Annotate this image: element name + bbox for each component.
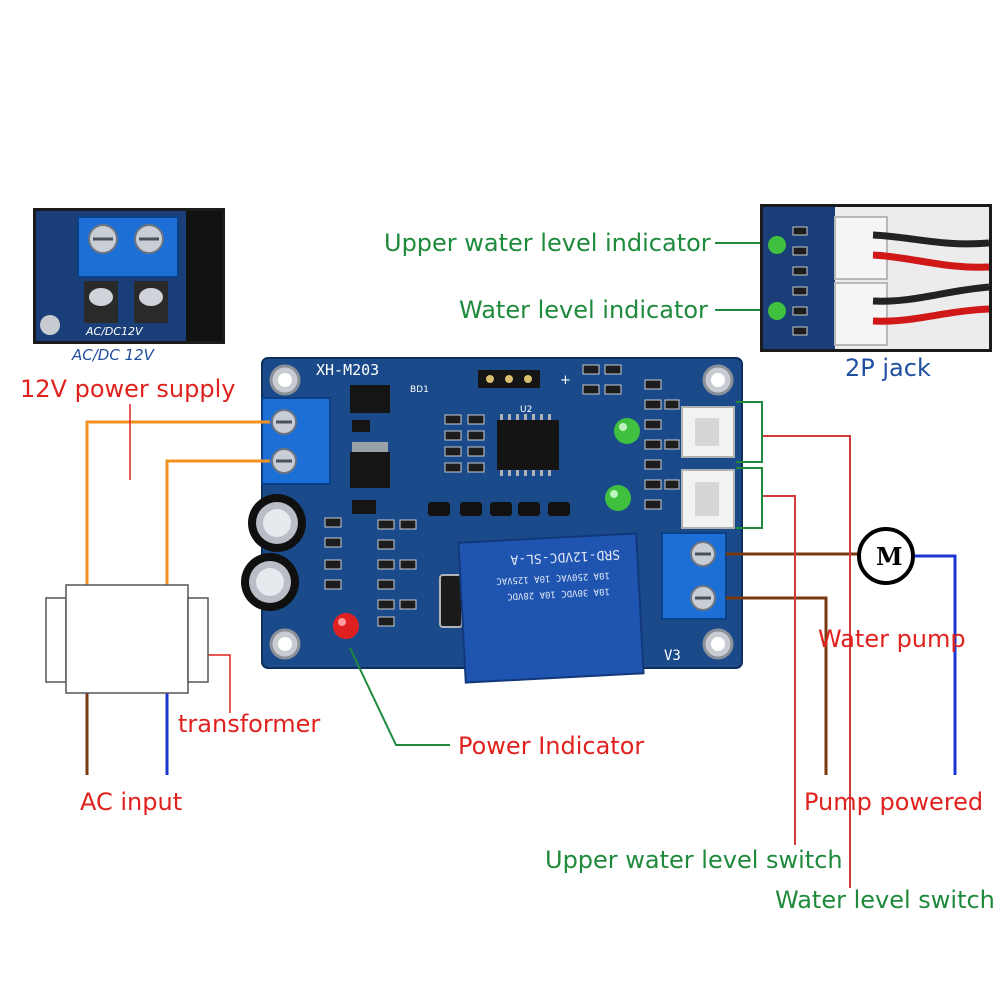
smd-part [352, 420, 370, 432]
pump-wire-bottom [726, 596, 828, 775]
lower-jack-bracket [736, 467, 763, 529]
mounting-hole [702, 364, 734, 396]
label-power-indicator: Power Indicator [458, 732, 645, 760]
water-level-led [605, 485, 631, 511]
pump-terminal-block [661, 532, 727, 620]
label-water-pump: Water pump [818, 625, 966, 653]
electrolytic-capacitor [248, 494, 306, 552]
pcb-board: XH-M203 BD1 [241, 357, 743, 684]
inset-jack-art [763, 207, 989, 349]
mounting-hole [269, 364, 301, 396]
upper-switch-wire-1 [762, 435, 851, 888]
label-transformer: transformer [178, 710, 321, 738]
jack-lower [681, 469, 735, 529]
power-indicator-line [349, 647, 450, 746]
upper-level-led [614, 418, 640, 444]
relay [457, 532, 645, 684]
label-upper-water-level-switch: Upper water level switch [545, 846, 843, 874]
supply-wire-2 [165, 459, 270, 585]
label-water-level-switch: Water level switch [775, 886, 995, 914]
smd-part [352, 500, 376, 514]
transistor-row [428, 502, 570, 516]
jack-upper [681, 406, 735, 458]
plus-mark: + [560, 373, 571, 388]
ic-label: U2 [520, 405, 532, 415]
inset-jack [760, 204, 992, 352]
label-2p-jack: 2P jack [845, 354, 931, 382]
smd-resistor-array [324, 364, 680, 627]
smd-capacitor-array [444, 414, 485, 473]
inset-power-terminal-art: AC/DC12V [36, 211, 222, 341]
ic-chip [497, 414, 559, 476]
electrolytic-capacitor [241, 553, 299, 611]
mounting-hole [269, 628, 301, 660]
label-water-level-indicator: Water level indicator [459, 296, 708, 324]
power-led [333, 613, 359, 639]
inset-left-caption: AC/DC 12V [72, 346, 154, 364]
transformer-symbol [45, 584, 209, 694]
mounting-hole [702, 628, 734, 660]
label-12v-power-supply: 12V power supply [20, 375, 236, 403]
diode [439, 574, 463, 628]
board-model-text: XH-M203 [316, 361, 379, 379]
motor-wire-blue [912, 554, 957, 775]
label-ac-input: AC input [80, 788, 183, 816]
power-terminal-block [261, 397, 331, 485]
supply-wire-1 [85, 420, 270, 585]
label-pump-powered: Pump powered [804, 788, 984, 816]
motor-symbol: M [857, 527, 915, 585]
voltage-regulator [350, 442, 390, 488]
upper-switch-wire-2 [762, 495, 796, 845]
inset-board-text: AC/DC12V [85, 325, 144, 338]
relay-model-text: SRD-12VDC-SL-A [510, 546, 620, 567]
bridge-rectifier [350, 385, 390, 413]
bd-label: BD1 [410, 385, 429, 395]
board-version: V3 [664, 648, 681, 664]
upper-jack-bracket [736, 401, 763, 463]
inset-power-terminal: AC/DC12V [33, 208, 225, 344]
label-upper-water-level-indicator: Upper water level indicator [384, 229, 711, 257]
motor-label: M [876, 542, 903, 571]
